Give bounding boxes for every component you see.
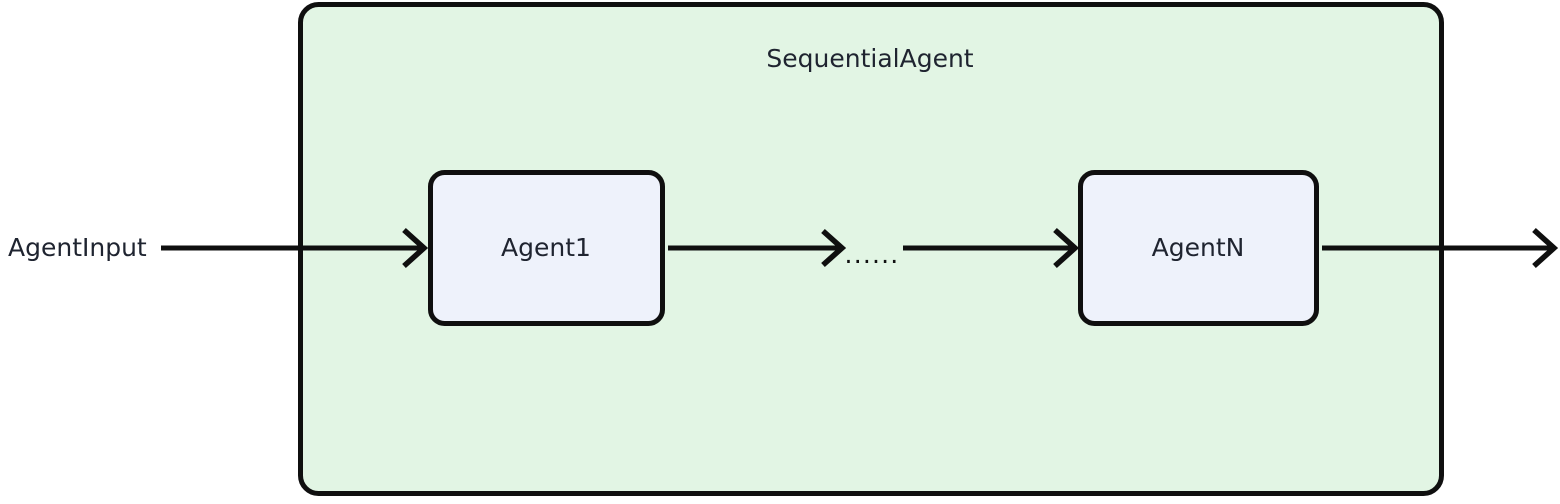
group-title-label: SequentialAgent xyxy=(766,44,973,73)
node-agentn-label: AgentN xyxy=(1152,233,1245,262)
edge-input-to-agent1 xyxy=(161,227,429,269)
edge-ellipsis-to-agentn xyxy=(903,227,1080,269)
edge-agent1-ellipsis-arrowhead xyxy=(821,228,847,268)
edge-ellipsis-agentn-arrowhead xyxy=(1053,227,1080,269)
node-agentn-rect xyxy=(1078,170,1319,326)
node-agent1-rect xyxy=(428,170,665,326)
edge-agent1-to-ellipsis xyxy=(668,228,847,268)
node-agentn[interactable]: AgentN xyxy=(1078,170,1319,326)
edge-input-agent1-arrowhead xyxy=(402,227,429,269)
node-ellipsis-label: ...... xyxy=(845,240,900,269)
node-agent1-label: Agent1 xyxy=(501,233,591,262)
node-agent1[interactable]: Agent1 xyxy=(428,170,665,326)
edge-agentn-output-arrowhead xyxy=(1532,227,1559,269)
agent-input-label: AgentInput xyxy=(8,233,147,262)
edge-agentn-to-output xyxy=(1322,227,1559,269)
